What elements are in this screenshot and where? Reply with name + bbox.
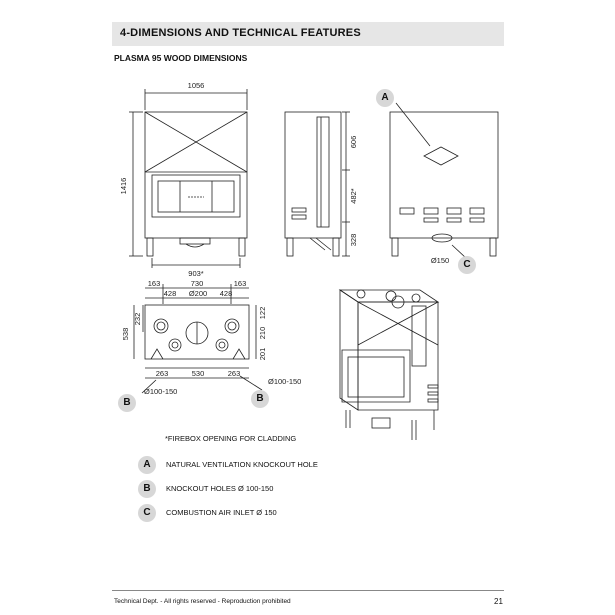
- second-dim-center: Ø200: [189, 289, 207, 298]
- second-dim-left: 428: [164, 289, 177, 298]
- callout-c-rear: C: [458, 256, 476, 274]
- bottom-dim-right: 263: [228, 369, 241, 378]
- right-dim-middle: 210: [258, 327, 267, 340]
- rear-flue-diameter-label: Ø150: [431, 256, 449, 265]
- section-header-bar: [112, 22, 504, 46]
- top-height-label: 538: [121, 328, 130, 341]
- right-dim-top: 122: [258, 307, 267, 320]
- bottom-dim-left: 263: [156, 369, 169, 378]
- page-number: 21: [494, 597, 503, 606]
- legend-key-c: C: [138, 504, 156, 522]
- side-view-drawing: [284, 111, 350, 257]
- callout-a-rear: A: [376, 89, 394, 107]
- isometric-view-drawing: [338, 289, 440, 440]
- front-opening-label: 903*: [188, 269, 204, 278]
- top-dim-left: 163: [148, 279, 161, 288]
- top-view-drawing: [133, 284, 263, 394]
- front-width-label: 1056: [188, 81, 205, 90]
- callout-b-left: B: [118, 394, 136, 412]
- firebox-footnote: *FIREBOX OPENING FOR CLADDING: [165, 434, 297, 443]
- section-title: 4-DIMENSIONS AND TECHNICAL FEATURES: [120, 27, 361, 39]
- legend-key-a: A: [138, 456, 156, 474]
- front-height-label: 1416: [119, 178, 128, 195]
- side-lower-label: 328: [349, 234, 358, 247]
- footer-copyright: Technical Dept. - All rights reserved - …: [114, 598, 291, 605]
- rear-view-drawing: [389, 102, 499, 259]
- legend-text-a: NATURAL VENTILATION KNOCKOUT HOLE: [166, 460, 318, 469]
- front-view-drawing: [129, 89, 248, 268]
- knockout-label-right: Ø100-150: [268, 377, 301, 386]
- callout-b-right: B: [251, 390, 269, 408]
- top-dim-center: 730: [191, 279, 204, 288]
- top-dim-right: 163: [234, 279, 247, 288]
- footer-divider: [112, 590, 504, 591]
- right-dim-bottom: 201: [258, 348, 267, 361]
- side-middle-label: 482*: [349, 188, 358, 204]
- legend-key-b: B: [138, 480, 156, 498]
- knockout-label-left: Ø100-150: [144, 387, 177, 396]
- bottom-dim-center: 530: [192, 369, 205, 378]
- page-subtitle: PLASMA 95 WOOD DIMENSIONS: [114, 53, 248, 63]
- top-depth-label: 232: [133, 313, 142, 326]
- legend-text-c: COMBUSTION AIR INLET Ø 150: [166, 508, 277, 517]
- legend-text-b: KNOCKOUT HOLES Ø 100-150: [166, 484, 274, 493]
- second-dim-right: 428: [220, 289, 233, 298]
- side-upper-label: 606: [349, 136, 358, 149]
